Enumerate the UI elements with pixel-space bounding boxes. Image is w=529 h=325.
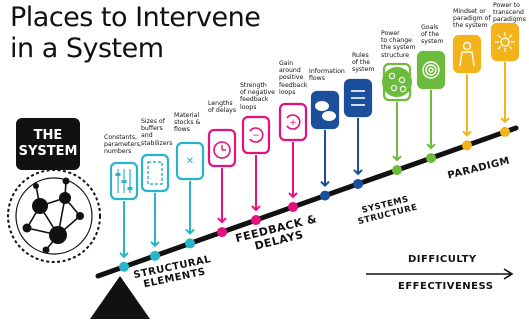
leverage-point-label: Mindset or paradigm of the system	[453, 8, 491, 30]
leverage-card-fill	[454, 36, 480, 72]
leverage-point-label: Power to change the system structure	[381, 30, 416, 59]
negative-loop-icon: −	[249, 127, 264, 143]
beam-dot	[392, 165, 402, 176]
leverage-point-1	[109, 161, 139, 272]
beam-dot	[500, 126, 510, 137]
leverage-point-label: Gain around positive feedback loops	[279, 60, 308, 96]
title-line-1: Places to Intervene	[10, 2, 261, 33]
stock-flow-icon: ✕	[186, 156, 194, 167]
rules-icon	[351, 90, 365, 106]
leverage-card	[278, 102, 308, 142]
beam-dot	[185, 238, 195, 249]
leverage-point-11	[452, 34, 482, 151]
lever-beam	[95, 125, 519, 279]
leverage-point-8	[343, 78, 373, 189]
leverage-card-fill	[492, 24, 518, 60]
chat-bubbles-icon	[315, 101, 336, 121]
leverage-point-label: Material stocks & flows	[174, 112, 201, 134]
beam-dot	[426, 153, 436, 164]
buffer-icon	[147, 161, 163, 185]
beam-dot	[320, 190, 330, 201]
title-line-2: in a System	[10, 33, 164, 64]
leverage-point-label: Rules of the system	[352, 52, 375, 74]
leverage-point-9	[382, 62, 412, 176]
leverage-point-10	[416, 50, 446, 164]
system-network-icon	[7, 169, 101, 263]
leverage-point-label: Lengths of delays	[208, 100, 237, 115]
leverage-card-fill	[418, 52, 444, 88]
the-system-badge: THE SYSTEM	[16, 118, 80, 170]
leverage-point-6: +	[278, 102, 308, 212]
beam-dot	[288, 201, 298, 212]
leverage-point-12	[490, 22, 520, 137]
difficulty-label: DIFFICULTY	[408, 254, 477, 265]
beam-dot	[353, 178, 363, 189]
leverage-point-7	[310, 90, 340, 201]
svg-text:−: −	[252, 131, 260, 141]
beam-dot	[217, 227, 227, 238]
leverage-point-label: Goals of the system	[421, 24, 444, 46]
beam-dot	[462, 140, 472, 151]
leverage-card	[207, 128, 237, 168]
svg-text:+: +	[289, 118, 297, 128]
fulcrum	[90, 276, 150, 319]
leverage-point-label: Information flows	[309, 68, 345, 83]
leverage-point-label: Power to transcend paradigms	[493, 2, 526, 24]
leverage-card	[175, 141, 205, 181]
leverage-card	[241, 115, 271, 155]
leverage-point-label: Sizes of buffers and stabilizers	[141, 118, 173, 147]
alarm-clock-icon	[213, 141, 231, 159]
sun-icon	[495, 32, 515, 52]
svg-text:✕: ✕	[186, 156, 194, 167]
leverage-point-label: Strength of negative feedback loops	[240, 82, 275, 111]
leverage-card	[109, 161, 139, 201]
beam-dot	[119, 261, 129, 272]
leverage-point-2	[140, 153, 170, 261]
beam-dot	[150, 250, 160, 261]
network-icon	[388, 72, 407, 93]
leverage-point-4	[207, 128, 237, 238]
beam-dot	[251, 215, 261, 226]
leverage-point-3: ✕	[175, 141, 205, 249]
leverage-point-label: Constants, parameters, numbers	[104, 134, 142, 156]
target-icon	[422, 61, 440, 79]
leverage-card-fill	[382, 67, 412, 97]
person-icon	[459, 41, 475, 67]
leverage-card	[140, 153, 170, 193]
sliders-icon	[115, 169, 133, 193]
positive-loop-icon: +	[286, 114, 301, 130]
effectiveness-label: EFFECTIVENESS	[398, 281, 494, 292]
leverage-point-5: −	[241, 115, 271, 226]
